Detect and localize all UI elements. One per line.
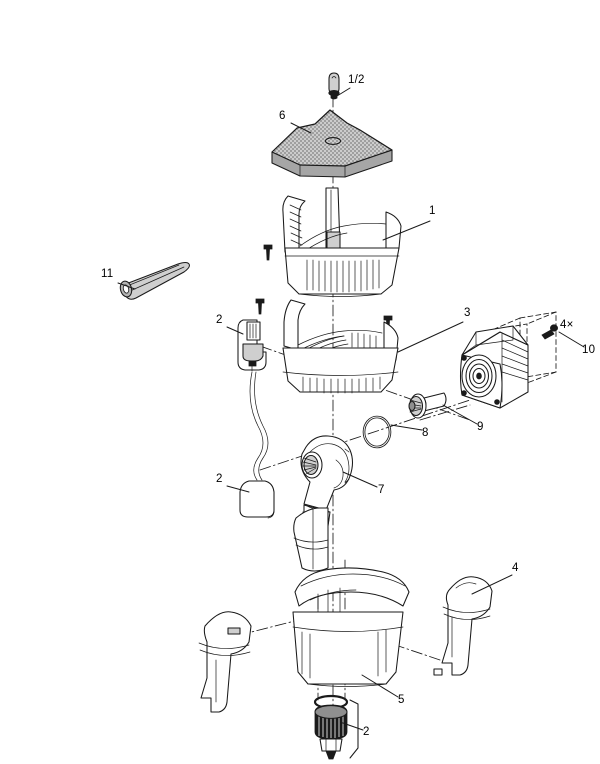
impeller-cartridge (313, 694, 359, 760)
callout-label-7: 7 (378, 484, 385, 496)
callout-label-9: 9 (477, 421, 484, 433)
motor-block (459, 311, 557, 409)
upper-filter-basket (282, 187, 402, 297)
middle-housing (282, 299, 399, 394)
callout-label-11: 11 (101, 268, 114, 280)
callout-label-2-cartridge: 2 (363, 726, 370, 738)
callout-label-6: 6 (279, 110, 286, 122)
middle-cover-panel (293, 507, 329, 572)
housing-screw-left (255, 298, 265, 315)
cable-connector-upper (237, 319, 267, 372)
callout-label-10: 10 (582, 344, 596, 356)
lower-reservoir (292, 567, 410, 687)
cleaning-brush (119, 261, 190, 300)
connector-cable (249, 371, 269, 481)
callout-label-1-2: 1/2 (348, 74, 365, 86)
cable-connector-lower (239, 480, 275, 519)
side-cover-left (198, 611, 252, 713)
callout-label-4x: 4× (560, 319, 574, 331)
callout-label-1: 1 (429, 205, 436, 217)
impeller-rotor (408, 392, 447, 419)
motor-screw (541, 324, 559, 340)
side-cover-right (433, 576, 493, 676)
retaining-knob (328, 72, 340, 100)
callout-label-3: 3 (464, 307, 471, 319)
foam-filter-pad (271, 109, 393, 178)
callout-label-2-lower: 2 (216, 473, 223, 485)
callout-label-5: 5 (398, 694, 405, 706)
basket-screw-left (263, 244, 273, 261)
callout-leader-lines (117, 87, 585, 731)
callout-label-8: 8 (422, 427, 429, 439)
callout-label-2-upper: 2 (216, 314, 223, 326)
callout-label-4: 4 (512, 562, 519, 574)
o-ring-seal (362, 415, 392, 449)
